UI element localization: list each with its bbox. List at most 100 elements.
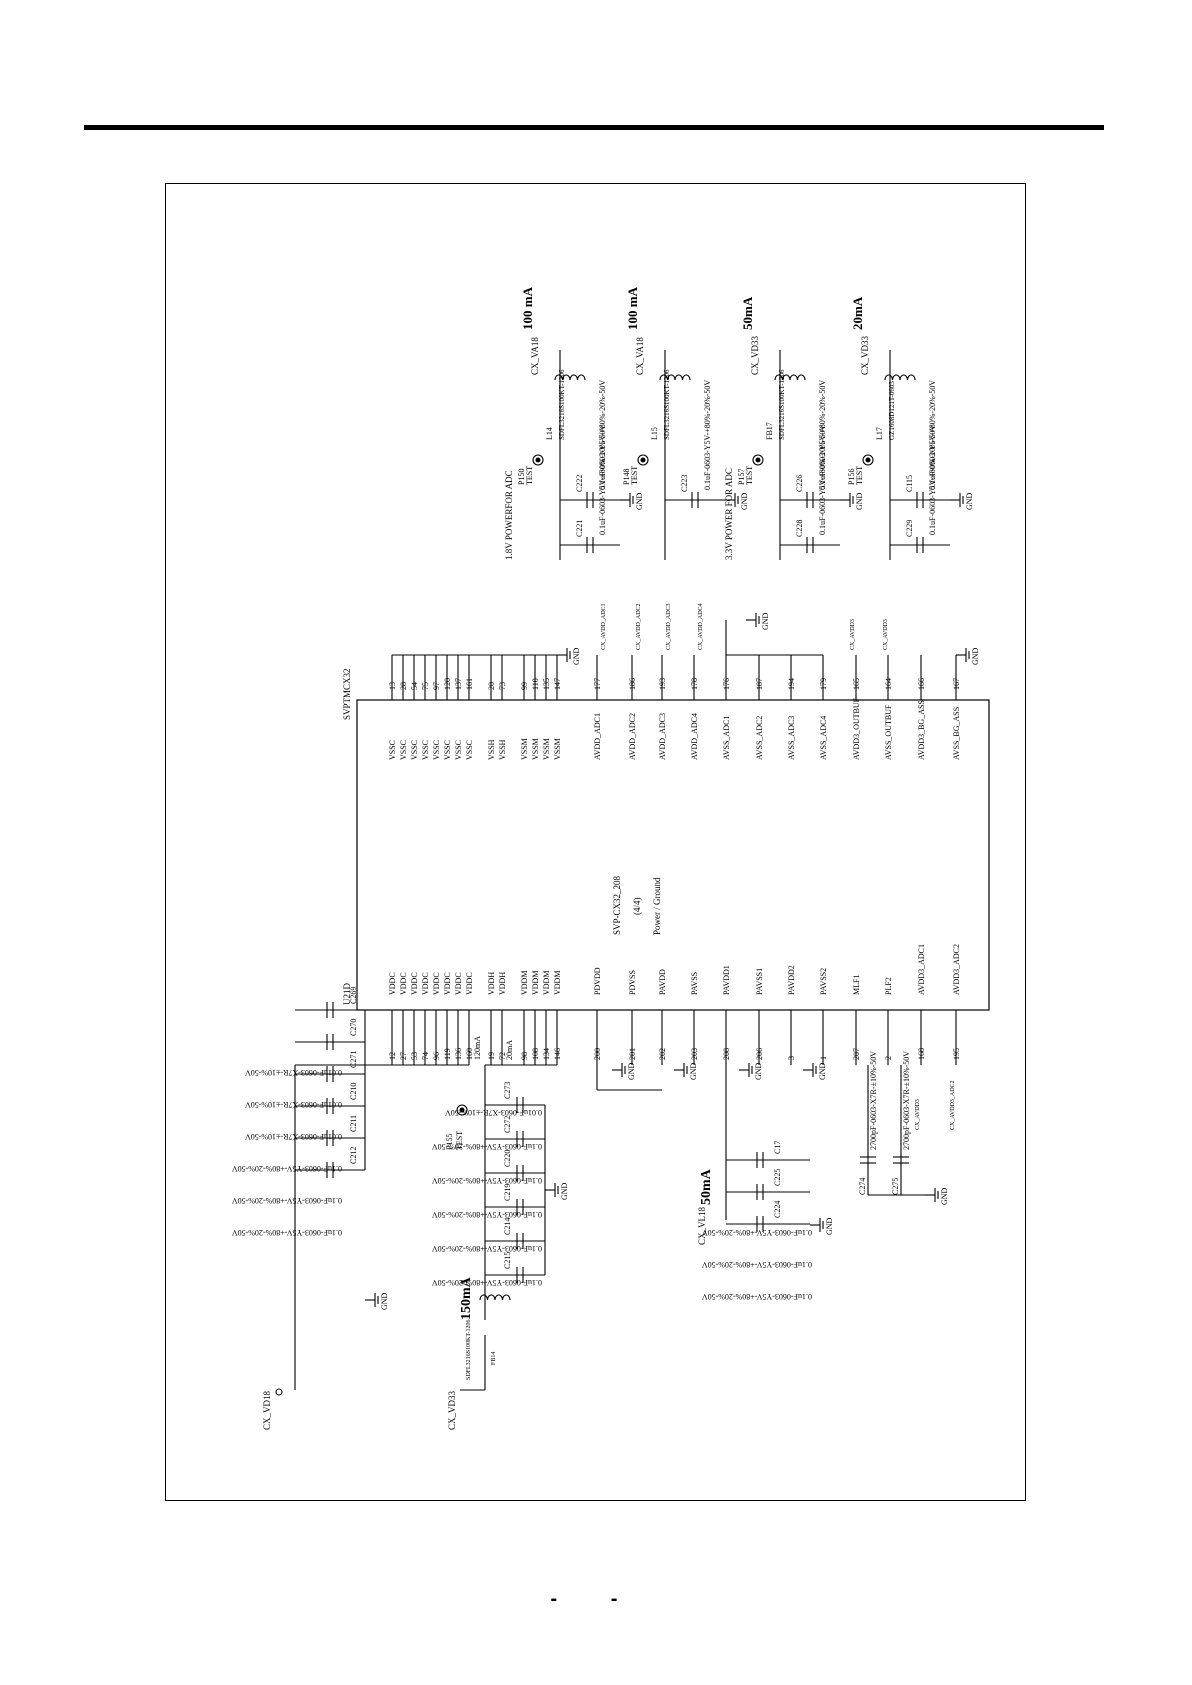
cap-ref: C228: [795, 520, 804, 537]
inductor-ref: L14: [545, 427, 554, 440]
pin-number-left: 108: [531, 1048, 540, 1060]
pin-number-right: 194: [787, 678, 796, 690]
testpoint: [755, 457, 761, 463]
cap-value: 0.1uF-0603-Y5V-+80%-20%-50V: [702, 1260, 812, 1269]
pin-name-left: VDDC: [410, 972, 419, 995]
cap-ref: C229: [905, 520, 914, 537]
chip-function: Power / Ground: [652, 877, 662, 935]
section-note: 3.3V POWER FOR ADC: [724, 468, 734, 560]
pin-number-left: 160: [465, 1048, 474, 1060]
pin-name-right: VSSC: [432, 740, 441, 760]
pin-name-right: AVSS_BG_ASS: [952, 707, 961, 760]
pin-number-left: 134: [542, 1048, 551, 1060]
pin-name-right: VSSM: [553, 738, 562, 760]
pin-number-right: 161: [465, 678, 474, 690]
pin-name-right: AVDD_ADC2: [628, 713, 637, 760]
pin-name-left: PLF2: [884, 977, 893, 995]
pin-name-left: VDDM: [553, 971, 562, 995]
pin-number-right: 176: [722, 678, 731, 690]
pin-name-right: AVDD_ADC3: [658, 713, 667, 760]
gnd-top: GND: [635, 492, 644, 510]
cap-ref: C17: [773, 1141, 782, 1154]
cap-value: 2700pF-0603-X7R-±10%-50V: [902, 1051, 911, 1150]
testpoint: [637, 454, 649, 466]
pin-number-left: 207: [852, 1048, 861, 1060]
drawing-frame: [165, 183, 1026, 1501]
inductor-value: GZ1608D121T-0603: [888, 381, 896, 440]
gnd-mid-caps: GND: [560, 1182, 569, 1200]
cap-value: 0.1uF-0603-Y5V-+80%-20%-50V: [703, 380, 712, 490]
pin-number-left: 3: [787, 1056, 796, 1060]
pin-name-left: AVDD3_ADC2: [952, 944, 961, 995]
inductor: [884, 374, 916, 381]
pin-number-left: 202: [658, 1048, 667, 1060]
net-label-bottom: CX_AVDD3_ADC2: [950, 1080, 956, 1130]
pin-name-right: AVSS_ADC3: [787, 716, 796, 760]
current-label: 100 mA: [520, 286, 535, 330]
chip-section: (4/4): [632, 898, 642, 916]
net-cx-vd33: CX_VD33: [447, 1390, 457, 1430]
cap-ref: C269: [349, 987, 358, 1004]
pin-number-right: 165: [852, 678, 861, 690]
current-150ma: 150mA: [459, 1276, 474, 1320]
cap-value: 0.1uF-0603-Y5V-+80%-20%-50V: [702, 1292, 812, 1301]
pin-name-left: VDDC: [421, 972, 430, 995]
cap-ref: C215: [503, 1252, 512, 1269]
pin-name-right: AVDD_ADC1: [593, 713, 602, 760]
gnd-pavss1: GND: [754, 1062, 763, 1080]
testpoint-p155: [456, 1104, 468, 1116]
cap-value: 0.1uF-0603-Y5V-+80%-20%-50V: [432, 1278, 542, 1287]
pin-number-right: 135: [542, 678, 551, 690]
pin-number-right: 177: [593, 678, 602, 690]
cap-ref: C214: [503, 1218, 512, 1235]
pin-name-left: PAVSS2: [819, 968, 828, 995]
inductor-ref: L17: [875, 427, 884, 440]
pin-number-left: 203: [690, 1048, 699, 1060]
pin-number-right: 137: [454, 678, 463, 690]
gnd-top: GND: [740, 492, 749, 510]
net-cx-vl18: CX_VL18: [697, 1207, 707, 1245]
cap-ref: C223: [680, 475, 689, 492]
pin-name-right: AVSS_ADC2: [755, 716, 764, 760]
testpoint-label: P157: [737, 469, 746, 485]
pin-number-right: 193: [658, 678, 667, 690]
gnd-vss: GND: [572, 647, 581, 665]
pin-name-left: MLF1: [852, 975, 861, 995]
net-cx-vd18: CX_VD18: [262, 1390, 272, 1430]
cap-value: 0.1uF-0603-Y5V-+80%-20%-50V: [232, 1164, 342, 1173]
pin-name-left: PAVDD2: [787, 965, 796, 995]
testpoint-text: TEST: [525, 466, 534, 485]
power-net: CX_VA18: [530, 337, 540, 375]
cap-value: 0.01uF-0603-X7R-±10%-50V: [245, 1132, 342, 1141]
pin-name-right: AVDD_ADC4: [690, 713, 699, 760]
pin-number-right: 28: [399, 682, 408, 690]
gnd-avss: GND: [761, 612, 770, 630]
pin-number-left: 208: [722, 1048, 731, 1060]
pin-number-right: 147: [553, 678, 562, 690]
cap-ref: C115: [905, 475, 914, 492]
gnd-left-caps: GND: [380, 1292, 389, 1310]
pin-name-right: AVSS_ADC4: [819, 716, 828, 760]
net-label-top: CX_AVDD_ADC4: [698, 603, 704, 650]
pin-name-left: PDVSS: [628, 970, 637, 995]
pin-number-left: 2: [884, 1056, 893, 1060]
pin-number-left: 53: [410, 1052, 419, 1060]
cap-ref: C224: [773, 1201, 782, 1218]
pin-number-right: 179: [819, 678, 828, 690]
pin-number-right: 13: [388, 682, 397, 690]
cap-ref: C212: [349, 1147, 358, 1164]
testpoint-label: P155: [445, 1134, 454, 1150]
pin-name-left: VDDC: [454, 972, 463, 995]
net-port: [275, 1388, 283, 1396]
current-label: 100 mA: [625, 286, 640, 330]
net-label-top: CX_AVDD3: [883, 619, 889, 650]
pin-name-right: VSSM: [531, 738, 540, 760]
cap-value: 0.1uF-0603-Y5V-+80%-20%-50V: [598, 380, 607, 490]
pin-name-right: AVSS_OUTBUF: [884, 704, 893, 760]
pin-number-left: 72: [498, 1052, 507, 1060]
pin-name-left: PAVDD1: [722, 965, 731, 995]
pin-name-right: VSSH: [487, 739, 496, 760]
current-120ma: 120mA: [473, 1036, 482, 1060]
gnd-pavss: GND: [689, 1062, 698, 1080]
